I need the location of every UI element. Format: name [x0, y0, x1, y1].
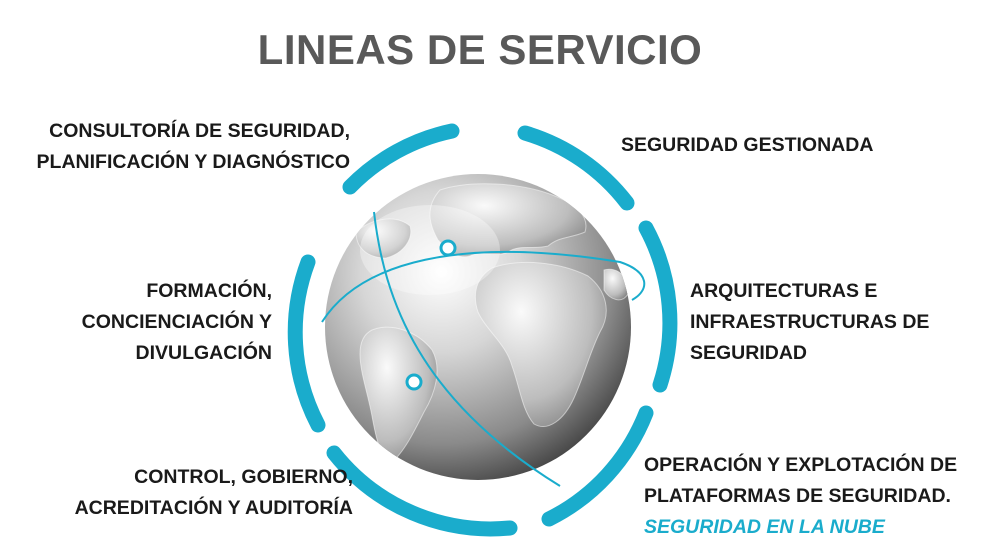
service-gestionada: SEGURIDAD GESTIONADA — [621, 130, 873, 161]
ring-segment-1 — [342, 123, 460, 195]
service-operacion: OPERACIÓN Y EXPLOTACIÓN DE PLATAFORMAS D… — [644, 450, 957, 543]
service-line: PLATAFORMAS DE SEGURIDAD. — [644, 485, 951, 507]
service-line: ARQUITECTURAS E — [690, 280, 878, 302]
service-line: DIVULGACIÓN — [135, 342, 273, 364]
service-control: CONTROL, GOBIERNO, ACREDITACIÓN Y AUDITO… — [75, 462, 353, 524]
connection-point — [405, 373, 423, 391]
service-accent-line: SEGURIDAD EN LA NUBE — [644, 516, 885, 538]
ring-segment-4 — [541, 405, 654, 527]
service-ring — [287, 123, 678, 537]
ring-segment-2 — [517, 125, 635, 211]
service-line: ACREDITACIÓN Y AUDITORÍA — [74, 497, 353, 519]
page-title: LINEAS DE SERVICIO — [257, 26, 703, 73]
connection-points — [405, 239, 457, 391]
service-line: CONSULTORÍA DE SEGURIDAD, — [49, 120, 350, 142]
connection-line-1 — [321, 250, 646, 323]
service-line: OPERACIÓN Y EXPLOTACIÓN DE — [644, 454, 958, 476]
connection-line-2 — [373, 211, 561, 487]
service-line: INFRAESTRUCTURAS DE — [690, 311, 930, 333]
service-line: SEGURIDAD GESTIONADA — [621, 134, 874, 156]
service-line: FORMACIÓN, — [146, 280, 272, 302]
ring-segment-6 — [287, 254, 326, 433]
ring-segment-5 — [326, 445, 518, 537]
connection-point — [439, 239, 457, 257]
service-line: SEGURIDAD — [690, 342, 808, 364]
ring-segment-3 — [638, 220, 678, 393]
service-line: CONTROL, GOBIERNO, — [134, 466, 353, 488]
service-arquitecturas: ARQUITECTURAS E INFRAESTRUCTURAS DE SEGU… — [690, 276, 929, 369]
connection-lines — [321, 211, 646, 487]
service-line: PLANIFICACIÓN Y DIAGNÓSTICO — [36, 151, 350, 173]
service-consultoria: CONSULTORÍA DE SEGURIDAD, PLANIFICACIÓN … — [37, 116, 350, 178]
service-formacion: FORMACIÓN, CONCIENCIACIÓN Y DIVULGACIÓN — [82, 276, 272, 369]
service-line: CONCIENCIACIÓN Y — [81, 311, 272, 333]
globe-icon — [325, 174, 631, 480]
